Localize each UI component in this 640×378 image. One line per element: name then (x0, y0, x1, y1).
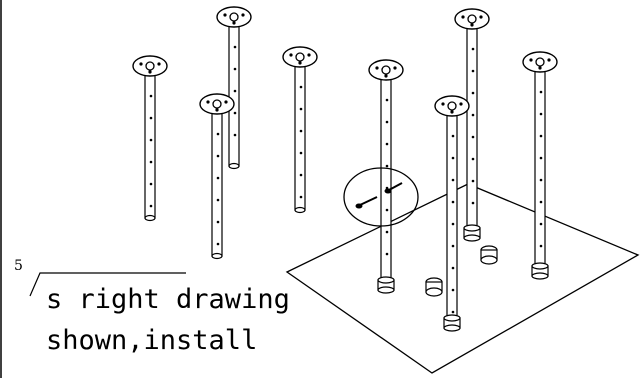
instruction-text-line-1: s right drawing (46, 284, 290, 315)
nut-part (480, 245, 498, 265)
step-number: 5 (14, 258, 23, 274)
support-rod (199, 93, 235, 260)
base-plate (285, 183, 640, 374)
nut-part (425, 277, 443, 297)
support-rod (522, 51, 558, 280)
support-rod (434, 95, 470, 332)
support-rod (368, 59, 404, 294)
support-rod (132, 55, 168, 222)
screw-icon (355, 196, 378, 209)
detail-callout-circle (343, 167, 419, 227)
support-rod (216, 6, 252, 170)
screw-icon (384, 182, 403, 194)
support-rod (282, 46, 318, 214)
step-bracket (29, 272, 186, 297)
support-rod (454, 8, 490, 242)
instruction-text-line-2: shown,install (46, 325, 258, 356)
